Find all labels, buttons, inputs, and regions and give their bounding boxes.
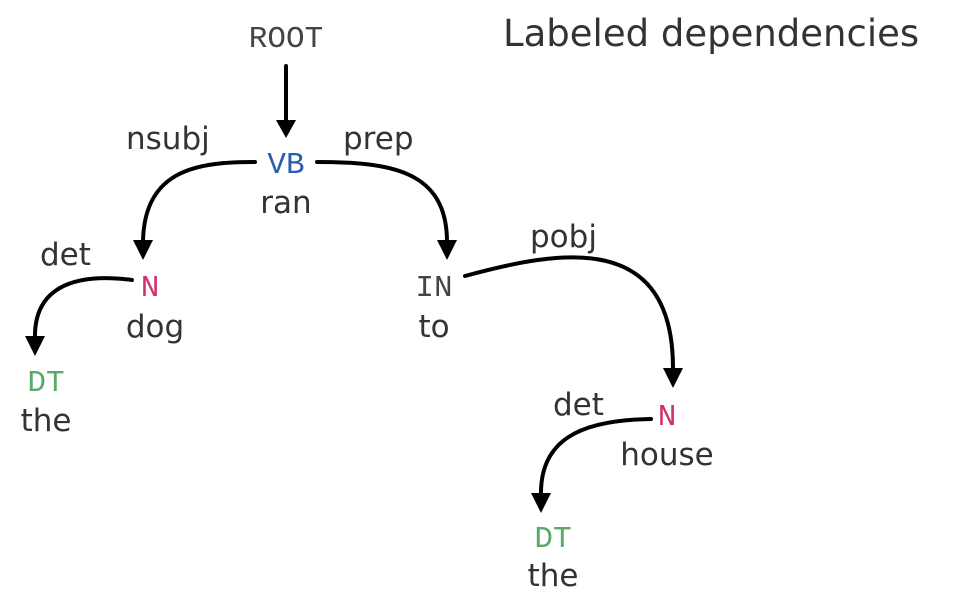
- pobj-arrowhead: [663, 368, 683, 388]
- prep-arrowhead: [437, 240, 457, 260]
- det2-arrowhead: [531, 493, 551, 513]
- pobj-label: pobj: [530, 219, 597, 255]
- diagram-title: Labeled dependencies: [503, 12, 920, 55]
- det1-arc: [32, 276, 134, 340]
- the2-word: the: [527, 558, 579, 594]
- det2-arc: [538, 417, 653, 497]
- to-word: to: [418, 309, 450, 345]
- nsubj-arc: [141, 160, 257, 244]
- dog-tag: N: [140, 271, 160, 306]
- ran-word: ran: [260, 185, 312, 221]
- ran-tag: VB: [267, 148, 305, 183]
- prep-label: prep: [343, 121, 414, 157]
- house-tag: N: [657, 400, 677, 435]
- pobj-arc: [463, 255, 676, 372]
- det1-arrowhead: [25, 336, 45, 356]
- to-tag: IN: [415, 271, 453, 306]
- det1-label: det: [40, 237, 91, 273]
- root-tag: ROOT: [248, 22, 324, 57]
- nsubj-arrowhead: [133, 240, 153, 260]
- prep-arc: [315, 160, 449, 244]
- nsubj-label: nsubj: [126, 121, 210, 157]
- the1-word: the: [20, 403, 72, 439]
- dog-word: dog: [125, 309, 185, 345]
- det2-label: det: [553, 387, 604, 423]
- the1-tag: DT: [27, 366, 65, 401]
- root-arrowhead: [276, 120, 296, 138]
- house-word: house: [620, 437, 714, 473]
- the2-tag: DT: [534, 522, 572, 557]
